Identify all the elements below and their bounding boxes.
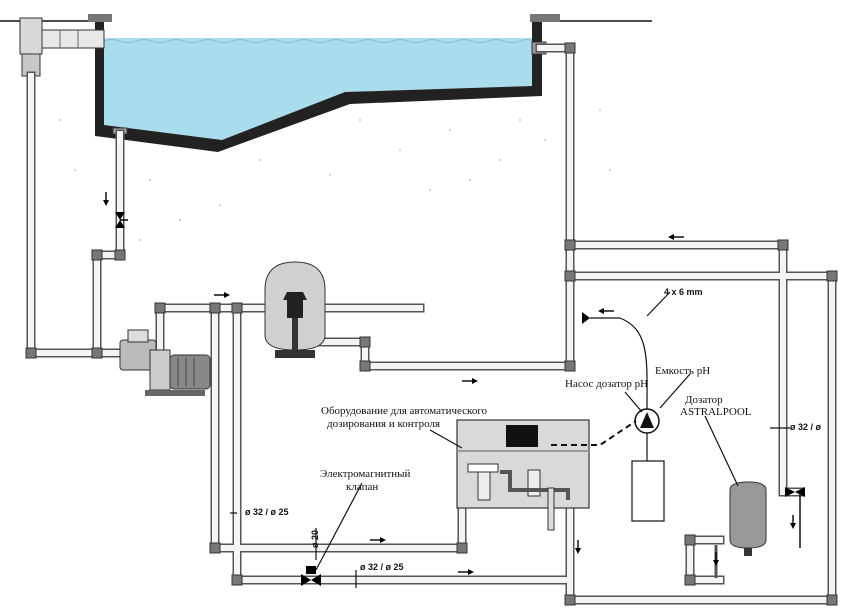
- sand-filter: [264, 261, 326, 358]
- flow-arrows: [103, 192, 796, 575]
- circulation-pump: [119, 329, 211, 396]
- coping-left: [88, 14, 112, 22]
- label-dosing-line1: Дозатор: [685, 394, 723, 406]
- injector-valve: [582, 312, 590, 324]
- label-dosing-line2: ASTRALPOOL: [680, 406, 752, 418]
- astralpool-doser: [729, 481, 767, 556]
- label-pipe-20: ø 20: [310, 530, 320, 548]
- skimmer: [19, 17, 105, 77]
- coping-right: [530, 14, 560, 22]
- label-pipe-32-25-b: ø 32 / ø 25: [360, 562, 404, 572]
- water-surface: [103, 39, 533, 43]
- label-equipment-line1: Оборудование для автоматического: [321, 405, 488, 417]
- ph-tank: [631, 460, 665, 522]
- label-equipment-line2: дозирования и контроля: [327, 418, 440, 430]
- label-ph-tank: Емкость pH: [655, 365, 710, 377]
- pool-water: [104, 38, 532, 140]
- right-valve: [785, 487, 805, 548]
- label-valve-line1: Электромагнитный: [320, 468, 411, 480]
- pipe-joints: [25, 42, 838, 606]
- ground-texture: [59, 109, 611, 241]
- label-tube-size: 4 х 6 mm: [664, 287, 703, 297]
- label-pipe-32-25-a: ø 32 / ø 25: [245, 507, 289, 517]
- ph-dosing-pump: [634, 408, 660, 434]
- pool-wall: [95, 22, 542, 152]
- dosing-tube: [590, 317, 648, 410]
- drain-valve: [115, 212, 128, 228]
- label-pipe-32-right: ø 32 / ø: [790, 422, 822, 432]
- label-valve-line2: клапан: [346, 481, 378, 493]
- control-panel: [456, 419, 590, 531]
- solenoid-valve: [301, 566, 321, 586]
- dimension-markers: [230, 427, 790, 588]
- leader-lines: [315, 291, 739, 571]
- label-ph-pump: Насос дозатор pH: [565, 378, 648, 390]
